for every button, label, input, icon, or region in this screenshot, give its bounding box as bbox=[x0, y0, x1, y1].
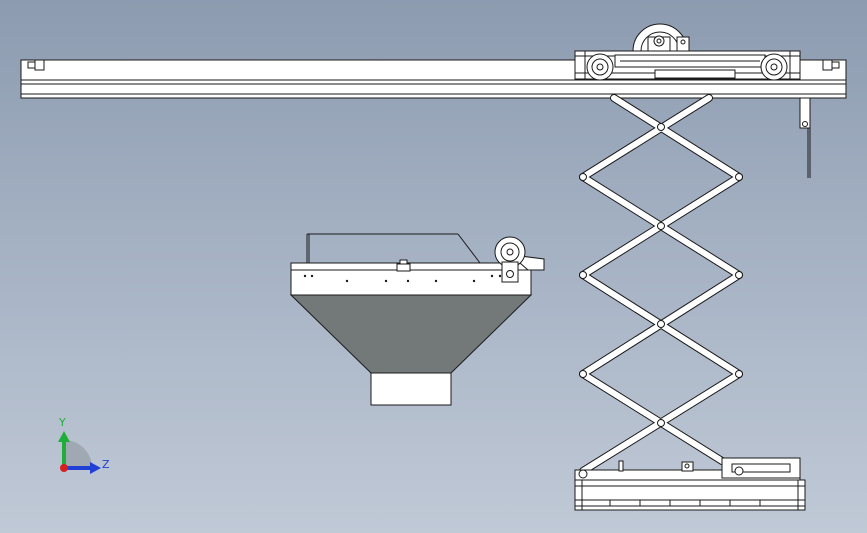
z-axis-label: Z bbox=[102, 458, 110, 471]
hopper-drive-wheel[interactable] bbox=[494, 236, 545, 283]
coordinate-triad: Y Z bbox=[58, 416, 110, 474]
rail-end-stop-right bbox=[822, 59, 840, 71]
lift-base-platform[interactable] bbox=[574, 457, 806, 511]
hopper-guard-rail bbox=[306, 233, 481, 264]
hopper-cone bbox=[289, 294, 533, 374]
trolley-wheel-left bbox=[586, 53, 614, 81]
hopper[interactable] bbox=[289, 233, 533, 406]
hopper-bolts bbox=[303, 274, 502, 283]
scissor-arms bbox=[579, 94, 743, 475]
rail-end-stop-left bbox=[27, 59, 45, 71]
trolley-wheel-right bbox=[760, 53, 788, 81]
hanging-rod bbox=[799, 97, 811, 178]
scissor-lift[interactable] bbox=[579, 94, 743, 475]
y-axis-label: Y bbox=[58, 416, 66, 429]
hopper-center-fitting bbox=[396, 259, 411, 272]
hopper-outlet-chute bbox=[370, 372, 452, 406]
hopper-top-frame bbox=[290, 262, 532, 296]
scissor-pivots bbox=[579, 123, 743, 427]
trolley-motor-pulley[interactable] bbox=[632, 23, 690, 52]
